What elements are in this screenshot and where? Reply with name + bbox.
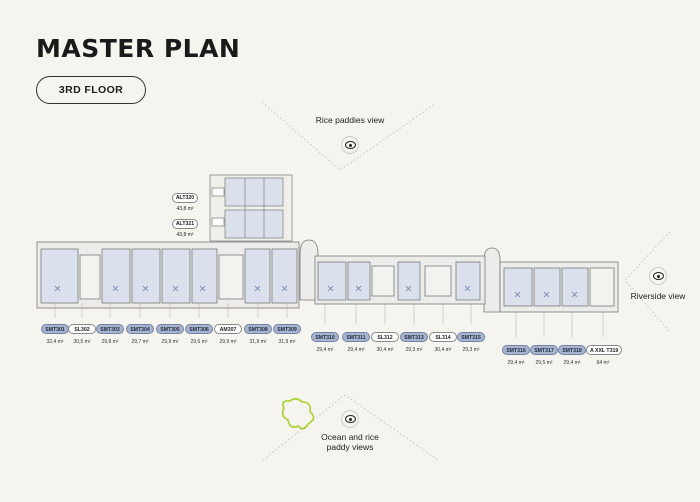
- unit-badge[interactable]: SMT311: [342, 332, 370, 342]
- island-icon: [281, 397, 315, 430]
- eye-icon[interactable]: [649, 267, 667, 285]
- left-building-block: [36, 241, 300, 309]
- unit-badge[interactable]: SMT318: [558, 345, 586, 355]
- unit-label-18[interactable]: A XXL T319 64 m²: [586, 339, 623, 366]
- unit-area: 30,5 m²: [73, 339, 91, 345]
- unit-label-17[interactable]: SMT318 29,4 m²: [557, 339, 587, 366]
- unit-label-16[interactable]: SMT317 29,5 m²: [529, 339, 559, 366]
- unit-markers: [54, 285, 578, 298]
- unit-badge[interactable]: SMT303: [96, 324, 124, 334]
- alt-unit-label[interactable]: ALT321 43,8 m²: [170, 212, 200, 238]
- view-cone-lines: [261, 101, 671, 461]
- alt-tower: [209, 174, 293, 242]
- unit-badge[interactable]: ALT321: [172, 219, 198, 229]
- unit-area: 29,3 m²: [462, 347, 480, 353]
- unit-label-11[interactable]: SL312 30,4 m²: [370, 326, 400, 353]
- unit-label-5[interactable]: SMT306 29,6 m²: [184, 318, 214, 345]
- unit-area: 29,3 m²: [405, 347, 423, 353]
- unit-area: 29,8 m²: [101, 339, 119, 345]
- floor-selector-button[interactable]: 3RD FLOOR: [36, 76, 146, 104]
- unit-label-4[interactable]: SMT305 29,9 m²: [155, 318, 185, 345]
- unit-badge[interactable]: SMT317: [530, 345, 558, 355]
- unit-badge[interactable]: SMT304: [126, 324, 154, 334]
- unit-area: 29,4 m²: [563, 360, 581, 366]
- unit-area: 31,9 m²: [278, 339, 296, 345]
- unit-area: 30,4 m²: [434, 347, 452, 353]
- unit-area: 31,9 m²: [249, 339, 267, 345]
- unit-label-3[interactable]: SMT304 29,7 m²: [125, 318, 155, 345]
- unit-area: 30,4 m²: [376, 347, 394, 353]
- middle-building-block: [314, 255, 486, 305]
- eye-icon[interactable]: [341, 410, 359, 428]
- unit-area: 29,4 m²: [507, 360, 525, 366]
- unit-badge[interactable]: SL312: [371, 332, 399, 342]
- unit-area: 43,8 m²: [176, 206, 194, 212]
- unit-label-7[interactable]: SMT308 31,9 m²: [243, 318, 273, 345]
- unit-area: 43,8 m²: [176, 232, 194, 238]
- view-label-right: Riverside view: [630, 291, 686, 301]
- unit-area: 29,5 m²: [535, 360, 553, 366]
- unit-area: 29,4 m²: [347, 347, 365, 353]
- unit-label-6[interactable]: AM307 29,9 m²: [213, 318, 243, 345]
- unit-area: 29,9 m²: [161, 339, 179, 345]
- unit-badge[interactable]: SMT310: [311, 332, 339, 342]
- page-title: MASTER PLAN: [36, 34, 241, 63]
- unit-label-10[interactable]: SMT311 29,4 m²: [341, 326, 371, 353]
- unit-label-12[interactable]: SMT313 29,3 m²: [399, 326, 429, 353]
- alt-unit-label[interactable]: ALT320 43,8 m²: [170, 186, 200, 212]
- unit-badge[interactable]: SMT313: [400, 332, 428, 342]
- unit-badge[interactable]: SMT315: [457, 332, 485, 342]
- unit-badge[interactable]: ALT320: [172, 193, 198, 203]
- unit-badge[interactable]: SMT306: [185, 324, 213, 334]
- stair-connectors: [299, 239, 501, 313]
- unit-label-0[interactable]: SMT301 32,4 m²: [40, 318, 70, 345]
- unit-label-8[interactable]: SMT309 31,9 m²: [272, 318, 302, 345]
- unit-badge[interactable]: SL314: [429, 332, 457, 342]
- unit-badge[interactable]: SMT316: [502, 345, 530, 355]
- unit-label-13[interactable]: SL314 30,4 m²: [428, 326, 458, 353]
- unit-badge[interactable]: A XXL T319: [586, 345, 623, 355]
- unit-area: 64 m²: [596, 360, 610, 366]
- unit-label-9[interactable]: SMT310 29,4 m²: [310, 326, 340, 353]
- unit-badge[interactable]: AM307: [214, 324, 242, 334]
- unit-badge[interactable]: SMT309: [273, 324, 301, 334]
- unit-area: 29,6 m²: [190, 339, 208, 345]
- unit-area: 29,4 m²: [316, 347, 334, 353]
- unit-badge[interactable]: SL302: [68, 324, 96, 334]
- unit-label-14[interactable]: SMT315 29,3 m²: [456, 326, 486, 353]
- unit-badge[interactable]: SMT305: [156, 324, 184, 334]
- unit-area: 32,4 m²: [46, 339, 64, 345]
- right-building-block: [499, 261, 619, 313]
- unit-area: 29,7 m²: [131, 339, 149, 345]
- label-leader-lines: [54, 303, 604, 337]
- view-label-top: Rice paddies view: [315, 115, 385, 125]
- unit-label-15[interactable]: SMT316 29,4 m²: [501, 339, 531, 366]
- unit-label-2[interactable]: SMT303 29,8 m²: [95, 318, 125, 345]
- unit-badge[interactable]: SMT301: [41, 324, 69, 334]
- eye-icon[interactable]: [341, 136, 359, 154]
- view-label-bottom: Ocean and rice paddy views: [321, 432, 379, 452]
- unit-badge[interactable]: SMT308: [244, 324, 272, 334]
- unit-area: 29,9 m²: [219, 339, 237, 345]
- unit-label-1[interactable]: SL302 30,5 m²: [67, 318, 97, 345]
